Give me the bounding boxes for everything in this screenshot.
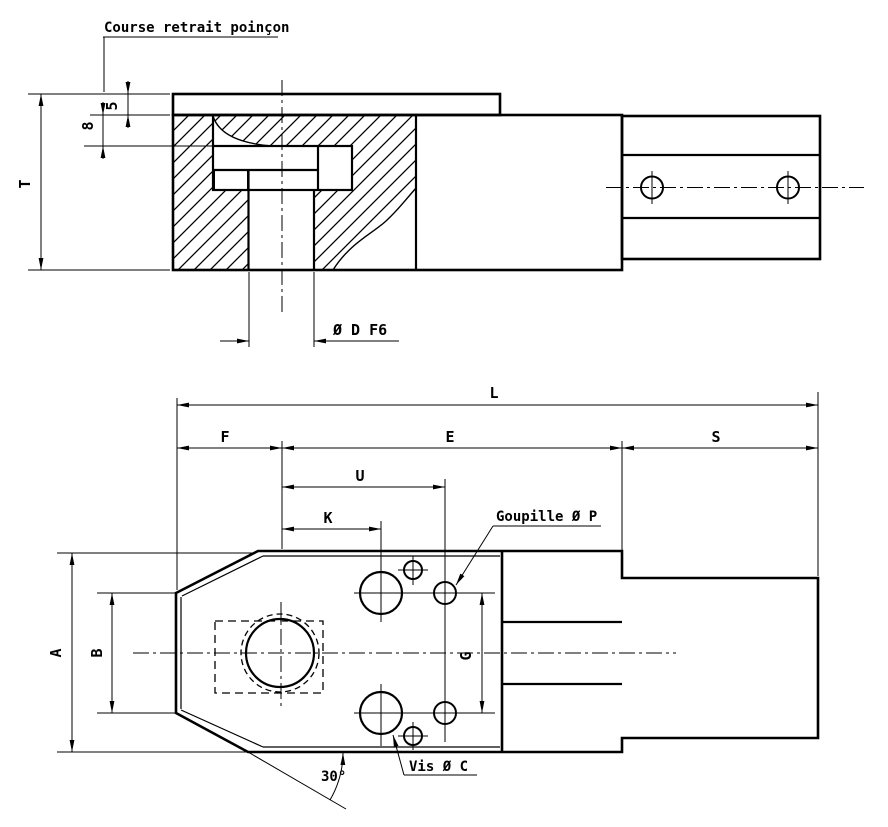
section-view — [171, 80, 864, 312]
dim-F-label: F — [220, 428, 229, 446]
chamfer-edges — [180, 555, 500, 748]
dim-A-label: A — [47, 648, 65, 657]
plan-dimensions: L F E S U K A B G Goupille Ø P Vis Ø C — [47, 384, 819, 810]
plan-outline — [174, 549, 820, 754]
course-retrait-label: Course retrait poinçon — [104, 20, 289, 36]
screw-callout-label: Vis Ø C — [409, 759, 468, 775]
plan-view — [133, 479, 820, 754]
chamfer-angle-label: 30° — [321, 769, 346, 785]
dim-U-label: U — [355, 467, 364, 485]
dim-G-label: G — [457, 651, 475, 660]
dim-L-label: L — [489, 384, 498, 402]
section-dimensions: T 5 8 Course retrait poinçon Ø D F6 — [16, 20, 399, 347]
dim-T-label: T — [16, 179, 34, 188]
dim-K-label: K — [323, 509, 332, 527]
top-plate — [171, 92, 502, 117]
head-pocket-hidden — [214, 620, 324, 694]
spring-sliver — [213, 116, 272, 146]
dim-5-label: 5 — [103, 101, 121, 110]
dim-B-label: B — [88, 648, 106, 657]
pin-callout-label: Goupille Ø P — [496, 509, 597, 525]
dim-E-label: E — [445, 428, 454, 446]
dim-diameter-label: Ø D F6 — [332, 321, 387, 339]
dim-8-label: 8 — [79, 121, 97, 130]
hole-centerlines — [354, 479, 495, 750]
break-line — [332, 187, 417, 271]
dim-S-label: S — [711, 428, 720, 446]
